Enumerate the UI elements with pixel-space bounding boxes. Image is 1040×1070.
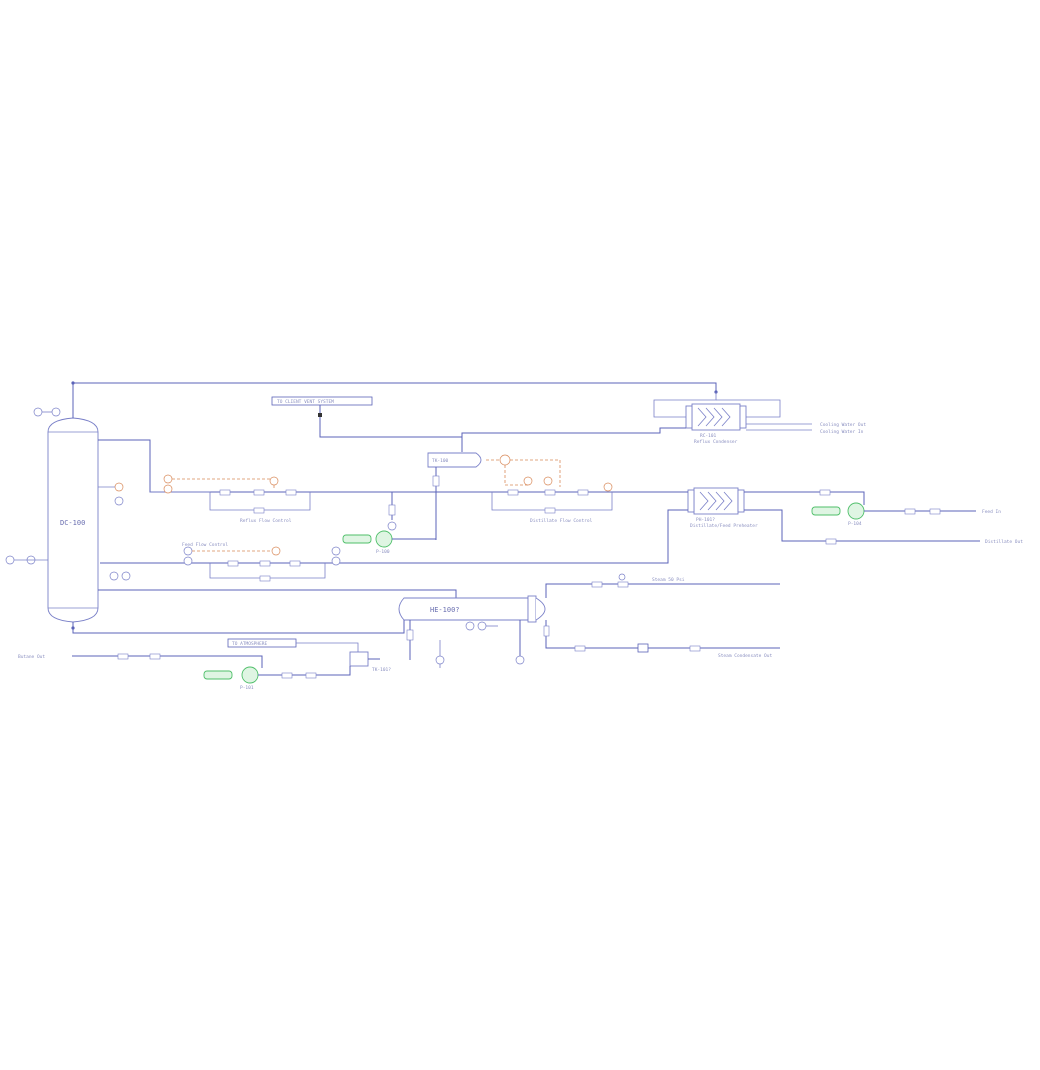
reflux-control-label: Reflux Flow Control bbox=[240, 518, 292, 524]
distillate-valve-1[interactable] bbox=[507, 489, 519, 496]
reboiler-level-instrument-2[interactable] bbox=[477, 621, 487, 631]
cooling-water-in: Cooling Water In bbox=[820, 429, 864, 435]
steam-condensate-label: Steam Condensate Out bbox=[718, 653, 772, 659]
distillate-out-label: Distillate Out bbox=[985, 539, 1023, 545]
atmosphere-label: TO ATMOSPHERE bbox=[232, 641, 268, 647]
cooling-water-out: Cooling Water Out bbox=[820, 422, 866, 428]
vent-label: TO CLIENT VENT SYSTEM bbox=[277, 399, 334, 405]
condenser-tag: RC-101 bbox=[700, 433, 717, 439]
feed-temp-instrument-2[interactable] bbox=[331, 556, 341, 566]
vent-system-box[interactable] bbox=[271, 396, 373, 406]
reflux-flow-controller[interactable] bbox=[269, 476, 279, 486]
distillate-bypass-valve[interactable] bbox=[544, 507, 556, 514]
reboiler-level-instrument-1[interactable] bbox=[465, 621, 475, 631]
sump-tank[interactable]: TK-101? bbox=[349, 651, 391, 673]
sump-tag: TK-101? bbox=[372, 667, 391, 673]
reflux-flow-instrument[interactable] bbox=[163, 474, 173, 484]
butane-out-label: Butane Out bbox=[18, 654, 45, 660]
feed-pump[interactable]: P-104 bbox=[811, 502, 865, 527]
feed-in-label: Feed In bbox=[982, 509, 1001, 515]
distillation-column[interactable]: DC-100 bbox=[47, 417, 99, 623]
drum-level-instrument[interactable] bbox=[499, 454, 511, 466]
feed-pump-tag: P-104 bbox=[848, 521, 862, 527]
distillate-feed-preheater[interactable]: PH-101? Distillate/Feed Preheater bbox=[687, 487, 758, 529]
bottoms-pump[interactable]: P-101 bbox=[203, 666, 259, 691]
reboiler-tag: HE-100? bbox=[430, 606, 460, 614]
preheater-tag: PH-101? bbox=[696, 517, 715, 523]
bottoms-pump-tag: P-101 bbox=[240, 685, 254, 691]
distillate-flow-instrument-2[interactable] bbox=[603, 482, 613, 492]
column-tag: DC-100 bbox=[60, 519, 85, 527]
column-temp-instrument[interactable] bbox=[114, 482, 124, 492]
feed-temp-instrument-1[interactable] bbox=[331, 546, 341, 556]
column-side-instrument-1[interactable] bbox=[5, 555, 15, 565]
reflux-bypass-valve[interactable] bbox=[253, 507, 265, 514]
condenser-name: Reflux Condenser bbox=[694, 439, 738, 445]
distillate-control-valve[interactable] bbox=[544, 489, 556, 496]
column-mid-instrument-2[interactable] bbox=[121, 571, 131, 581]
reflux-pump-tag: P-100 bbox=[376, 549, 390, 555]
distillate-control-label: Distillate Flow Control bbox=[530, 518, 593, 524]
reflux-flow-indicator[interactable] bbox=[163, 484, 173, 494]
column-pressure-instrument[interactable] bbox=[114, 496, 124, 506]
steam-in-label: Steam 50 Psi bbox=[652, 577, 685, 583]
reflux-pump[interactable]: P-100 bbox=[342, 530, 393, 555]
distillate-flow-controller[interactable] bbox=[543, 476, 553, 486]
feed-flow-controller[interactable] bbox=[271, 546, 281, 556]
reflux-valve-3[interactable] bbox=[285, 489, 297, 496]
reflux-valve-1[interactable] bbox=[219, 489, 231, 496]
reflux-control-valve[interactable] bbox=[253, 489, 265, 496]
reflux-condenser[interactable]: RC-101 Reflux Condenser bbox=[685, 403, 747, 445]
feed-flow-instrument-1[interactable] bbox=[183, 546, 193, 556]
feed-valve-1[interactable] bbox=[227, 560, 239, 567]
column-instrument-2[interactable] bbox=[51, 407, 61, 417]
column-mid-instrument-1[interactable] bbox=[109, 571, 119, 581]
distillate-valve-3[interactable] bbox=[577, 489, 589, 496]
reflux-drum-tag: TK-100 bbox=[432, 458, 449, 464]
feed-flow-instrument-2[interactable] bbox=[183, 556, 193, 566]
feed-valve-3[interactable] bbox=[289, 560, 301, 567]
feed-control-label: Feed Flow Control bbox=[182, 542, 228, 548]
feed-control-valve[interactable] bbox=[259, 560, 271, 567]
distillate-flow-instrument-1[interactable] bbox=[523, 476, 533, 486]
reboiler-exchanger[interactable]: HE-100? bbox=[398, 595, 546, 623]
reflux-drum[interactable]: TK-100 bbox=[427, 452, 482, 468]
feed-bypass-valve[interactable] bbox=[259, 575, 271, 582]
column-instrument-1[interactable] bbox=[33, 407, 43, 417]
preheater-name: Distillate/Feed Preheater bbox=[690, 523, 758, 529]
